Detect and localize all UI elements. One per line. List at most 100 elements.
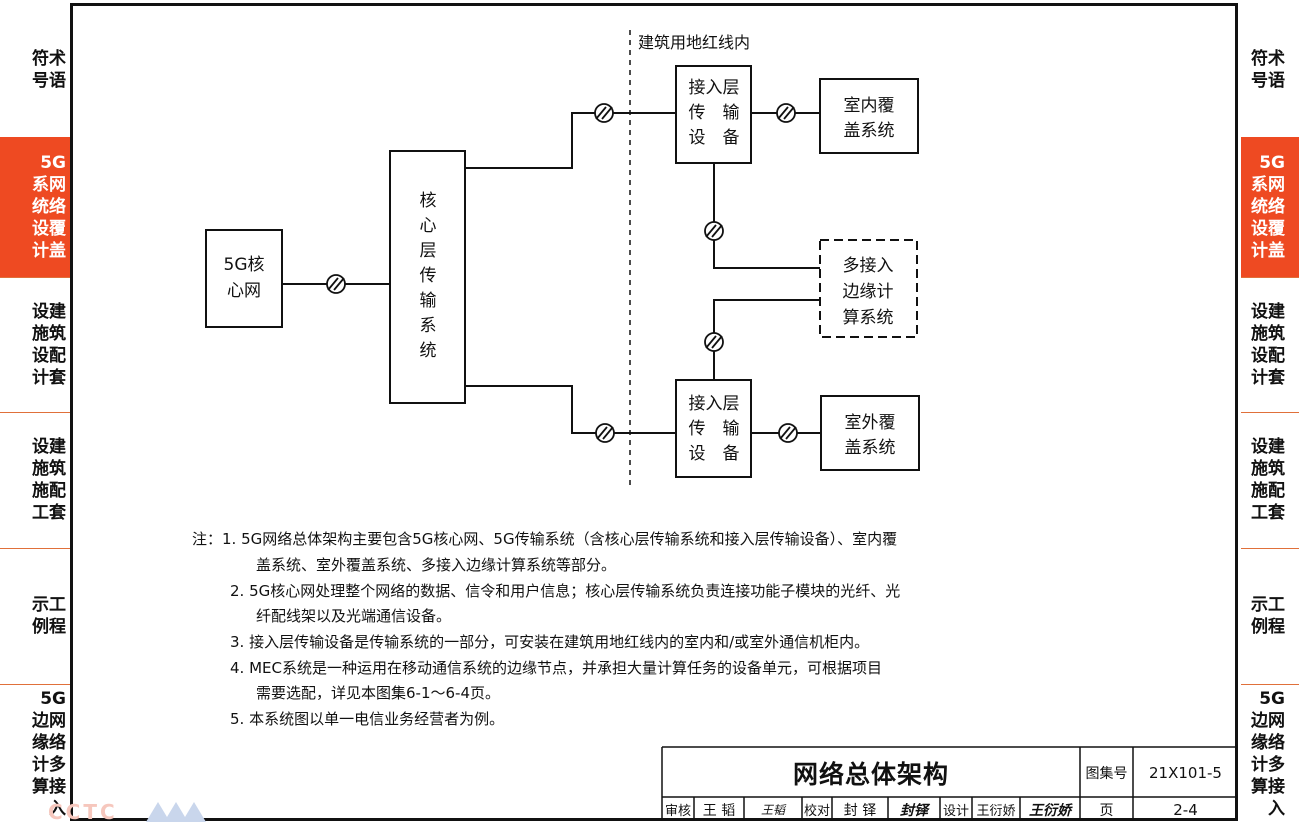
tab-label: 入 — [1268, 799, 1285, 819]
tab-divider — [1241, 684, 1299, 685]
link-core-to-access-top — [465, 112, 676, 169]
tab-label: 符术 — [1251, 49, 1285, 69]
fiber-optic-icon — [776, 103, 796, 123]
box-text-line: 系 — [420, 316, 437, 336]
tab-label: 工套 — [32, 503, 66, 523]
box-text-line: 多接入 — [843, 256, 894, 276]
tab-label: 设配 — [1251, 345, 1285, 366]
note-line: 需要选配，详见本图集6-1～6-4页。 — [256, 684, 501, 702]
note-line: 纤配线架以及光端通信设备。 — [256, 607, 452, 625]
tab-label: 例程 — [32, 617, 66, 637]
drawing-frame — [70, 3, 1238, 821]
box-text-line: 接入层 — [689, 78, 740, 98]
box-text-line: 室外覆 — [845, 413, 896, 433]
indoor-coverage-box — [819, 78, 919, 154]
left-tab-3[interactable]: 设建施筑设配计套 — [0, 277, 70, 412]
box-text-line: 设 备 — [689, 128, 740, 148]
tab-label: 设建 — [32, 437, 66, 457]
tab-label: 缘络 — [32, 733, 66, 753]
left-tab-5[interactable]: 示工例程 — [0, 548, 70, 684]
tab-label: 设建 — [1251, 301, 1285, 322]
tab-label: 施配 — [32, 481, 66, 501]
box-text-line: 输 — [420, 291, 437, 311]
box-text-line: 心网 — [227, 281, 261, 301]
box-text-line: 盖系统 — [844, 121, 895, 141]
box-text-line: 核 — [420, 191, 437, 211]
tab-label: 计盖 — [32, 241, 66, 261]
review-label: 审核 — [664, 804, 691, 819]
box-text-line: 统 — [420, 341, 437, 361]
tab-label: 施筑 — [32, 323, 66, 344]
access-bottom-label: 接入层传 输设 备 — [689, 394, 740, 464]
box-text-line: 传 输 — [689, 103, 740, 123]
core-transport-label: 核心层传输系统 — [420, 191, 437, 361]
tab-label: 计多 — [32, 755, 66, 775]
tab-label: 工套 — [1251, 503, 1285, 523]
tab-label: 号语 — [32, 71, 66, 91]
tab-label: 号语 — [1251, 71, 1285, 91]
tab-label: 计套 — [32, 367, 66, 388]
tab-label: 设覆 — [1251, 219, 1285, 239]
tab-label: 5G — [1259, 153, 1285, 173]
outdoor-coverage-label: 室外覆盖系统 — [845, 413, 896, 458]
box-text-line: 设 备 — [689, 444, 740, 464]
note-line: 盖系统、室外覆盖系统、多接入边缘计算系统等部分。 — [256, 556, 617, 574]
box-text-line: 5G核 — [224, 255, 265, 275]
box-text-line: 算系统 — [843, 308, 894, 328]
box-text-line: 接入层 — [689, 394, 740, 414]
designer-name: 王衍娇 — [976, 804, 1016, 819]
box-text-line: 盖系统 — [845, 438, 896, 458]
tab-label: 计盖 — [1251, 241, 1285, 261]
boundary-label: 建筑用地红线内 — [638, 33, 750, 52]
left-tab-4[interactable]: 设建施筑施配工套 — [0, 412, 70, 548]
link-access-top-mec — [713, 163, 820, 269]
tab-divider — [0, 684, 70, 685]
reviewer-name: 王 韬 — [702, 802, 736, 819]
tab-divider — [0, 548, 70, 549]
tab-label: 系网 — [1251, 175, 1285, 195]
tab-label: 符术 — [32, 49, 66, 69]
tab-label: 系网 — [32, 175, 66, 195]
tab-label: 施筑 — [1251, 323, 1285, 344]
right-tab-4[interactable]: 设建施筑施配工套 — [1241, 412, 1299, 548]
mec-label: 多接入边缘计算系统 — [843, 256, 894, 328]
core-network-box — [205, 229, 283, 328]
tab-divider — [1241, 412, 1299, 413]
tab-label: 计多 — [1251, 755, 1285, 775]
right-tab-1[interactable]: 符术号语 — [1241, 3, 1299, 137]
tab-label: 统络 — [32, 197, 66, 217]
tab-label: 5G — [1259, 689, 1285, 709]
outdoor-coverage-box — [820, 395, 920, 471]
note-line: 3. 接入层传输设备是传输系统的一部分，可安装在建筑用地红线内的室内和/或室外通… — [230, 633, 870, 651]
page-number: 2-4 — [1173, 800, 1198, 819]
box-text-line: 层 — [420, 241, 437, 261]
watermark-triangles-icon — [146, 802, 206, 822]
tab-label: 施筑 — [1251, 459, 1285, 479]
access-top-label: 接入层传 输设 备 — [689, 78, 740, 148]
tab-label: 缘络 — [1251, 733, 1285, 753]
tab-divider — [1241, 548, 1299, 549]
fiber-optic-icon — [326, 274, 346, 294]
right-tab-3[interactable]: 设建施筑设配计套 — [1241, 277, 1299, 412]
note-line: 注：1. 5G网络总体架构主要包含5G核心网、5G传输系统（含核心层传输系统和接… — [192, 530, 898, 548]
tab-label: 例程 — [1251, 617, 1285, 637]
tab-divider — [0, 277, 70, 278]
tab-label: 5G — [40, 689, 66, 709]
note-line: 2. 5G核心网处理整个网络的数据、信令和用户信息；核心层传输系统负责连接功能子… — [230, 582, 901, 600]
tab-label: 边网 — [32, 711, 66, 731]
tab-label: 设建 — [1251, 437, 1285, 457]
box-text-line: 心 — [420, 216, 437, 236]
core-network-label: 5G核心网 — [224, 255, 265, 301]
tab-divider — [0, 412, 70, 413]
left-tab-1[interactable]: 符术号语 — [0, 3, 70, 137]
box-text-line: 传 输 — [689, 419, 740, 439]
right-tab-5[interactable]: 示工例程 — [1241, 548, 1299, 684]
tab-divider — [1241, 277, 1299, 278]
watermark-logo: CCTC — [48, 800, 118, 824]
mec-box — [819, 239, 918, 338]
